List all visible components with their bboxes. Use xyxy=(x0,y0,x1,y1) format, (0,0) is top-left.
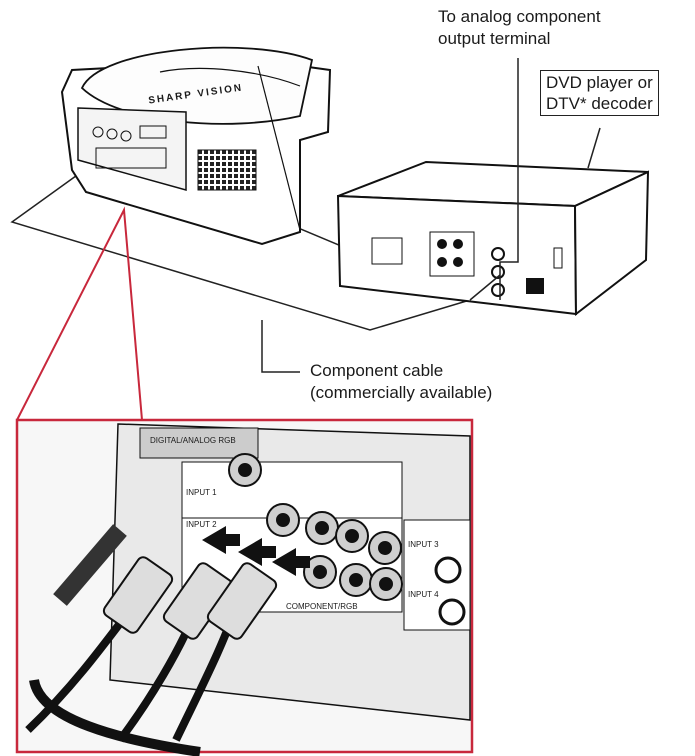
terminal-label-line1: To analog component xyxy=(438,7,601,26)
terminal-label-line2: output terminal xyxy=(438,29,551,48)
cable-line xyxy=(261,320,300,373)
panel-input3-label: INPUT 3 xyxy=(408,540,439,549)
panel-section-label: COMPONENT/RGB xyxy=(286,602,358,611)
cable-label-line2: (commercially available) xyxy=(310,383,493,402)
callout-lines xyxy=(16,206,143,421)
panel-input1-label: INPUT 1 xyxy=(186,488,217,497)
cable-label-line1: Component cable xyxy=(310,361,444,380)
panel-input2-label: INPUT 2 xyxy=(186,520,217,529)
panel-input4-label: INPUT 4 xyxy=(408,590,439,599)
projector xyxy=(60,46,332,246)
panel-digital-label: DIGITAL/ANALOG RGB xyxy=(150,436,236,445)
device-label-box: DVD player or DTV* decoder xyxy=(540,70,659,116)
device-label-line2: DTV* decoder xyxy=(546,94,653,113)
device-label-line1: DVD player or xyxy=(546,73,653,92)
dvd-player xyxy=(336,160,650,317)
terminal-leader xyxy=(499,58,519,300)
detail-panel xyxy=(109,423,471,721)
rca-plugs xyxy=(25,524,278,756)
